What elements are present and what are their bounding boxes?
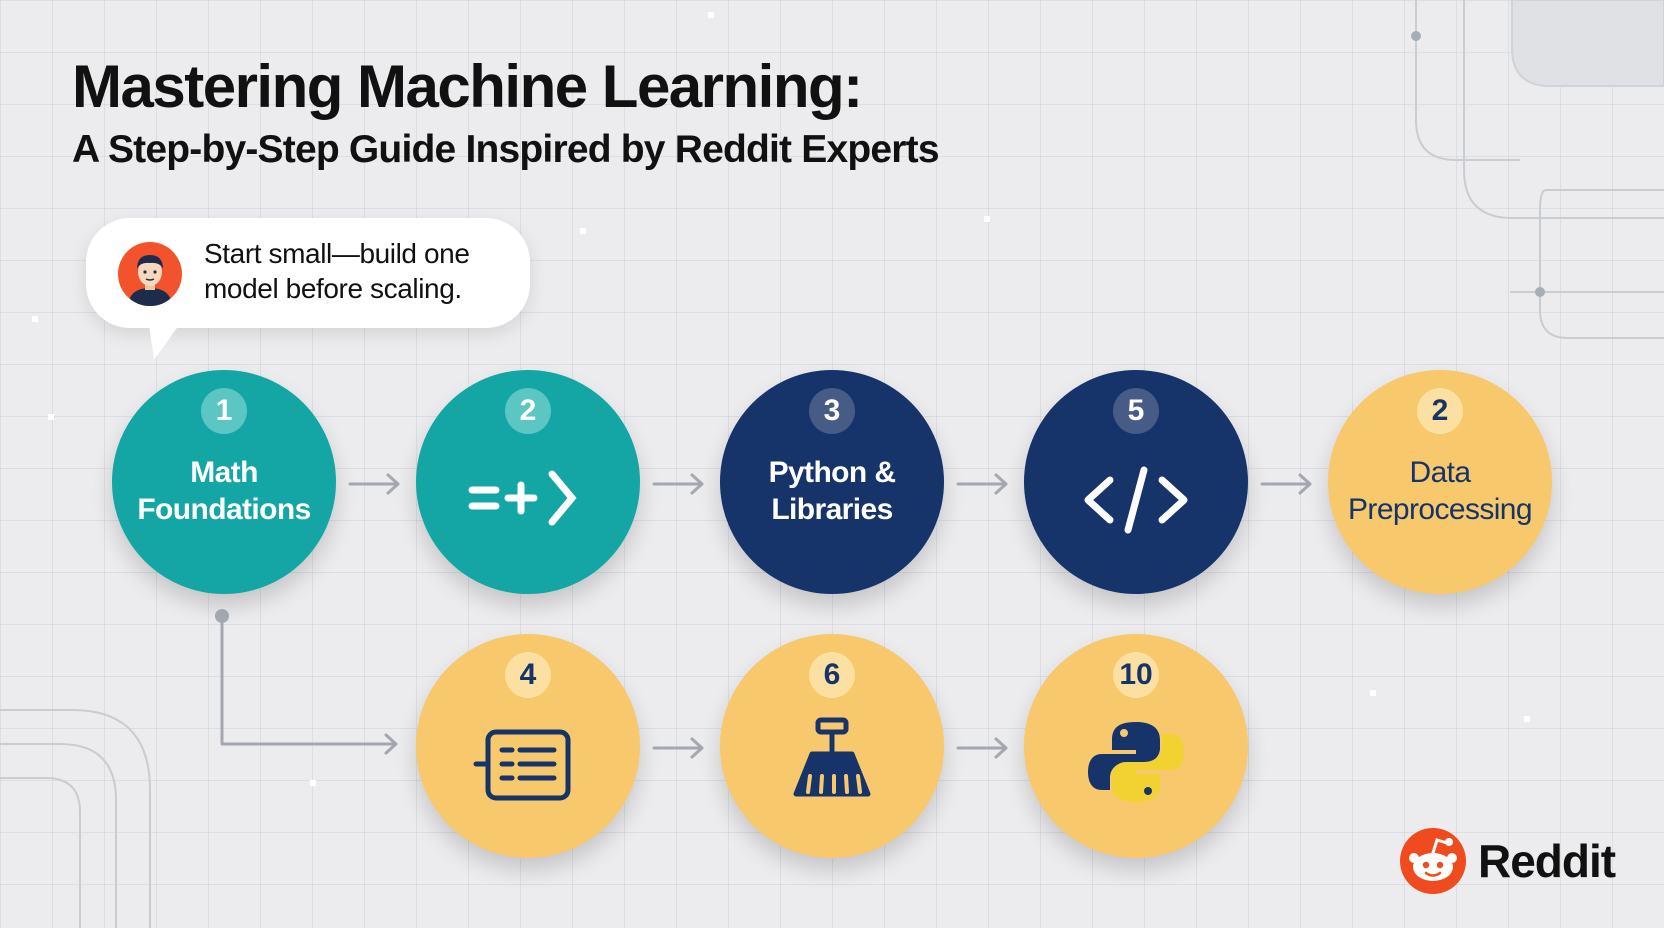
person-avatar-icon [118, 242, 182, 306]
tip-text: Start small—build one model before scali… [204, 238, 470, 304]
arrow-right-icon [956, 737, 1008, 759]
arrow-right-icon [652, 737, 704, 759]
step-number-badge: 1 [201, 388, 247, 434]
bubble-tail [148, 318, 184, 360]
arrow-right-icon [1260, 473, 1312, 495]
arrow-right-icon [956, 473, 1008, 495]
step-number-badge: 4 [505, 652, 551, 698]
step-2-equation: 2 [416, 370, 640, 594]
step-number-badge: 3 [809, 388, 855, 434]
brand-name: Reddit [1478, 835, 1616, 887]
step-3-python-libraries: 3 Python &Libraries [720, 370, 944, 594]
step-number-badge: 10 [1113, 652, 1159, 698]
cleaning-brush-icon [793, 717, 871, 797]
page-title: Mastering Machine Learning: [72, 53, 863, 120]
reddit-logo-icon [1400, 828, 1466, 894]
arrow-right-icon [348, 473, 400, 495]
step-number-badge: 6 [809, 652, 855, 698]
document-list-icon [473, 729, 571, 801]
step-5-code: 5 [1024, 370, 1248, 594]
page-subtitle: A Step-by-Step Guide Inspired by Reddit … [72, 128, 940, 171]
step-4-document: 4 [416, 634, 640, 858]
arrow-right-icon [652, 473, 704, 495]
step-10-python: 10 [1024, 634, 1248, 858]
step-number-badge: 5 [1113, 388, 1159, 434]
step-label: Python &Libraries [768, 456, 896, 526]
step-number-badge: 2 [505, 388, 551, 434]
equals-plus-chevron-icon [468, 470, 577, 526]
step-6-cleaning: 6 [720, 634, 944, 858]
elbow-connector-arrow [215, 609, 398, 755]
python-logo-icon [1088, 722, 1184, 802]
tip-speech-bubble: Start small—build one model before scali… [86, 218, 530, 328]
step-number-badge: 2 [1417, 388, 1463, 434]
code-brackets-icon [1084, 466, 1188, 534]
reddit-brand: Reddit [1400, 828, 1616, 898]
